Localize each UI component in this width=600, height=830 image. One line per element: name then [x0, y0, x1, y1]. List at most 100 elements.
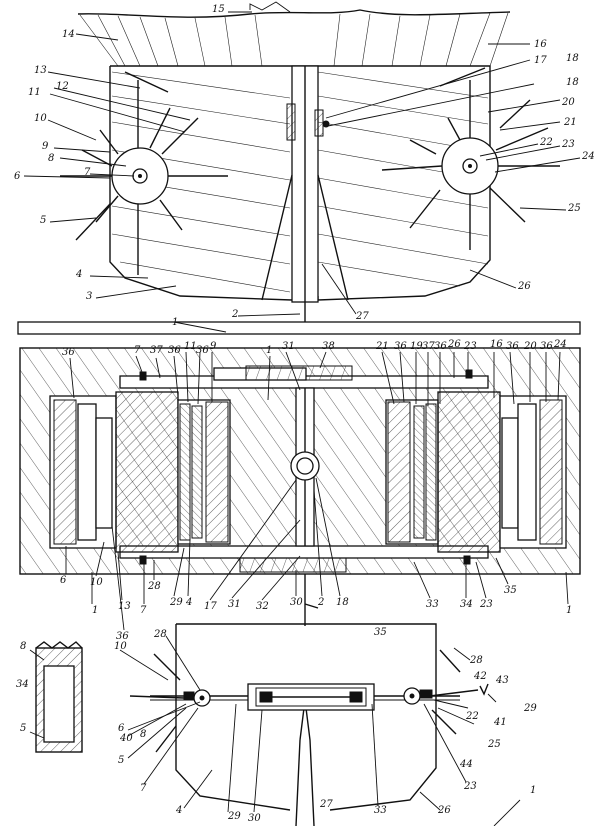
- label-36f: 36: [506, 341, 519, 352]
- label-36h: 36: [116, 631, 129, 642]
- label-18a: 18: [566, 53, 579, 64]
- label-4: 4: [76, 269, 83, 280]
- bottom-leader-lines: [119, 635, 521, 827]
- label-35b: 35: [374, 627, 387, 638]
- label-28m: 28: [148, 581, 161, 592]
- label-22b: 22: [466, 711, 479, 722]
- label-31a: 31: [282, 341, 295, 352]
- left-rotor-assembly: [49, 391, 231, 553]
- label-1n: 1: [92, 605, 99, 616]
- figure-detail: [29, 641, 83, 753]
- label-20m: 20: [524, 341, 537, 352]
- label-34d: 34: [16, 679, 29, 690]
- label-16: 16: [534, 39, 547, 50]
- label-17m: 17: [204, 601, 217, 612]
- label-36e: 36: [434, 341, 447, 352]
- left-paddle-wheel: [60, 107, 228, 241]
- label-5b: 5: [118, 755, 125, 766]
- label-35m: 35: [504, 585, 517, 596]
- label-37b: 37: [422, 341, 435, 352]
- label-37a: 37: [150, 345, 163, 356]
- base-plate: [17, 321, 581, 335]
- figure-middle: [19, 347, 581, 631]
- label-31b: 31: [228, 599, 241, 610]
- label-26b: 26: [438, 805, 451, 816]
- label-5: 5: [40, 215, 47, 226]
- label-2: 2: [232, 309, 239, 320]
- upper-boundary: [77, 9, 511, 18]
- label-21: 21: [564, 117, 577, 128]
- label-3: 3: [86, 291, 93, 302]
- label-8: 8: [48, 153, 55, 164]
- top-leader-lines: [23, 11, 581, 317]
- label-12: 12: [56, 81, 69, 92]
- label-7c: 7: [140, 783, 147, 794]
- label-23m: 23: [464, 341, 477, 352]
- label-8d: 8: [20, 641, 27, 652]
- label-18m: 18: [336, 597, 349, 608]
- right-pulley: [403, 649, 489, 735]
- label-36d: 36: [394, 341, 407, 352]
- label-18b: 18: [566, 77, 579, 88]
- label-29c: 29: [228, 811, 241, 822]
- label-4m: 4: [186, 597, 193, 608]
- label-33m: 33: [426, 599, 439, 610]
- label-7a: 7: [134, 345, 141, 356]
- label-30m: 30: [290, 597, 303, 608]
- label-1m: 1: [266, 345, 273, 356]
- label-10m: 10: [90, 577, 103, 588]
- roof-lines: [79, 12, 509, 67]
- label-28c: 28: [470, 655, 483, 666]
- label-13: 13: [34, 65, 47, 76]
- label-30b: 30: [248, 813, 261, 824]
- label-6m: 6: [60, 575, 67, 586]
- label-23n: 23: [480, 599, 493, 610]
- label-29b: 29: [524, 703, 537, 714]
- label-27: 27: [356, 311, 369, 322]
- figure-bottom: [119, 574, 521, 827]
- label-43: 43: [496, 675, 509, 686]
- label-29m: 29: [170, 597, 183, 608]
- label-11: 11: [28, 87, 41, 98]
- upper-body-hatch: [111, 71, 489, 293]
- label-41: 41: [494, 717, 507, 728]
- label-4b: 4: [176, 805, 183, 816]
- label-24m: 24: [554, 339, 567, 350]
- label-25: 25: [568, 203, 581, 214]
- label-6b: 6: [118, 723, 125, 734]
- label-20: 20: [562, 97, 575, 108]
- label-13m: 13: [118, 601, 131, 612]
- label-6: 6: [14, 171, 21, 182]
- label-16m: 16: [490, 339, 503, 350]
- right-rotor-assembly: [385, 391, 567, 553]
- label-40: 40: [120, 733, 133, 744]
- label-28b: 28: [154, 629, 167, 640]
- label-10b: 10: [114, 641, 127, 652]
- label-38: 38: [322, 341, 335, 352]
- lower-body-outline: [175, 623, 437, 811]
- label-17: 17: [534, 55, 547, 66]
- label-23b: 23: [464, 781, 477, 792]
- label-1o: 1: [566, 605, 573, 616]
- label-36b: 36: [168, 345, 181, 356]
- label-21m: 21: [376, 341, 389, 352]
- right-paddle-wheel: [381, 99, 560, 229]
- label-26m: 26: [448, 339, 461, 350]
- label-9m: 9: [210, 341, 217, 352]
- label-19: 19: [410, 341, 423, 352]
- left-pulley: [129, 653, 211, 753]
- label-1b: 1: [530, 785, 537, 796]
- label-23: 23: [562, 139, 575, 150]
- label-24: 24: [582, 151, 595, 162]
- label-27b: 27: [320, 799, 333, 810]
- label-7b: 7: [140, 605, 147, 616]
- label-1: 1: [172, 317, 179, 328]
- middle-leader-lines: [65, 351, 569, 631]
- label-34: 34: [460, 599, 473, 610]
- figure-top: [23, 1, 581, 330]
- label-7: 7: [84, 167, 91, 178]
- label-33b: 33: [374, 805, 387, 816]
- label-42: 42: [474, 671, 487, 682]
- label-36a: 36: [62, 347, 75, 358]
